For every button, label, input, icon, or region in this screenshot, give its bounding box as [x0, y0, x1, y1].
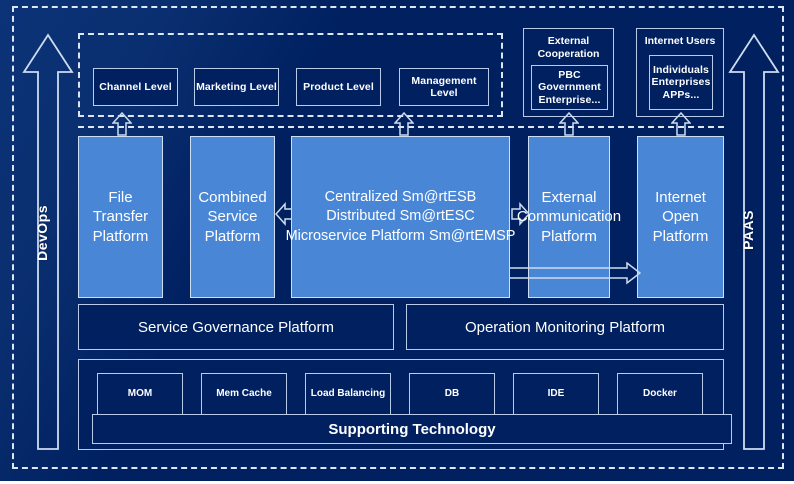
consumer-level-label: Product Level — [303, 80, 374, 93]
management-box-service-governance[interactable]: Service Governance Platform — [78, 304, 394, 350]
supporting-technology-bar[interactable]: Supporting Technology — [92, 414, 732, 444]
supporting-tech-box-ide[interactable]: IDE — [513, 373, 599, 415]
supporting-tech-label: Load Balancing — [310, 387, 386, 399]
internet-users-title: Internet Users — [644, 35, 716, 47]
supporting-tech-label: DB — [444, 387, 460, 399]
platform-label: Internet Open Platform — [652, 189, 709, 245]
management-label: Operation Monitoring Platform — [464, 318, 666, 336]
paas-up-arrow-icon — [728, 32, 780, 452]
consumer-level-label: Management Level — [411, 74, 477, 99]
supporting-tech-box-load-balancing[interactable]: Load Balancing — [305, 373, 391, 415]
tier-separator-dashed-line — [78, 126, 724, 128]
consumer-level-box-management[interactable]: Management Level — [399, 68, 489, 106]
platform-box-internet-open[interactable]: Internet Open Platform — [637, 136, 724, 298]
platform-box-centralized-esb[interactable]: Centralized Sm@rtESB Distributed Sm@rtES… — [286, 136, 515, 298]
platform-label-line-3: Microservice Platform Sm@rtEMSP — [285, 227, 516, 244]
devops-label: DevOps — [34, 205, 50, 261]
external-cooperation-box[interactable]: External Cooperation PBC Government Ente… — [523, 28, 614, 117]
supporting-tech-label: MOM — [127, 387, 153, 399]
internet-users-inner-label: Individuals Enterprises APPs... — [651, 64, 711, 101]
external-cooperation-title: External Cooperation — [537, 35, 600, 60]
external-cooperation-inner-label: PBC Government Enterprise... — [538, 69, 601, 106]
consumer-level-label: Marketing Level — [196, 80, 277, 93]
up-arrow-icon-center-platform — [394, 112, 414, 136]
consumer-level-label: Channel Level — [99, 80, 172, 93]
platform-label-line-1: Centralized Sm@rtESB — [324, 188, 477, 205]
consumer-level-box-product[interactable]: Product Level — [296, 68, 381, 106]
right-arrow-icon-center-to-internet-open — [509, 262, 641, 288]
consumer-level-group — [78, 33, 503, 117]
internet-users-inner-box: Individuals Enterprises APPs... — [649, 55, 713, 110]
supporting-tech-label: Mem Cache — [216, 387, 272, 399]
external-cooperation-inner-box: PBC Government Enterprise... — [531, 65, 608, 110]
consumer-level-box-channel[interactable]: Channel Level — [93, 68, 178, 106]
platform-label: File Transfer Platform — [92, 189, 149, 245]
supporting-tech-label: Docker — [643, 387, 677, 399]
platform-box-external-communication[interactable]: External Communication Platform — [517, 136, 621, 298]
management-box-operation-monitoring[interactable]: Operation Monitoring Platform — [406, 304, 724, 350]
right-arrow-icon-center-to-external — [511, 200, 531, 228]
internet-users-box[interactable]: Internet Users Individuals Enterprises A… — [636, 28, 724, 117]
outer-dashed-frame — [12, 6, 784, 469]
devops-up-arrow-icon — [22, 32, 74, 452]
up-arrow-icon-external-communication — [559, 112, 579, 136]
up-arrow-icon-internet-open — [671, 112, 691, 136]
platform-label: Combined Service Platform — [198, 189, 267, 245]
platform-box-combined-service[interactable]: Combined Service Platform — [190, 136, 275, 298]
supporting-tech-label: IDE — [547, 387, 565, 399]
supporting-tech-box-mem-cache[interactable]: Mem Cache — [201, 373, 287, 415]
supporting-tech-box-mom[interactable]: MOM — [97, 373, 183, 415]
paas-label: PAAS — [740, 210, 756, 250]
consumer-level-box-marketing[interactable]: Marketing Level — [194, 68, 279, 106]
supporting-tech-box-db[interactable]: DB — [409, 373, 495, 415]
up-arrow-icon-file-transfer — [112, 112, 132, 136]
platform-label-line-2: Distributed Sm@rtESC — [326, 208, 475, 225]
platform-box-file-transfer[interactable]: File Transfer Platform — [78, 136, 163, 298]
management-label: Service Governance Platform — [138, 318, 334, 336]
platform-label: External Communication Platform — [516, 189, 622, 245]
supporting-technology-bar-label: Supporting Technology — [328, 420, 496, 438]
supporting-tech-box-docker[interactable]: Docker — [617, 373, 703, 415]
